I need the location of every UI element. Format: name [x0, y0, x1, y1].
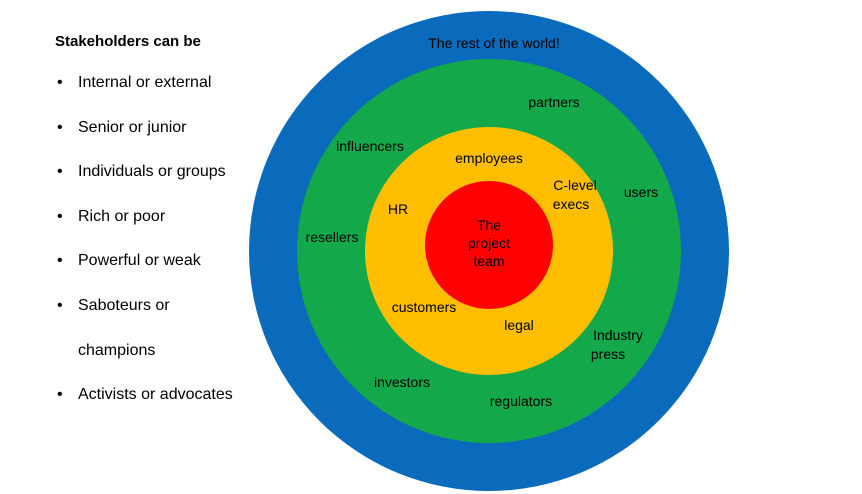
- stakeholder-onion-diagram: The rest of the world! partners influenc…: [248, 10, 730, 492]
- bullet-icon: •: [57, 118, 63, 136]
- list-item: • Senior or junior: [55, 117, 275, 139]
- label-employees: employees: [455, 150, 523, 166]
- list-item: • Saboteurs or champions: [55, 295, 275, 362]
- list-item: • Powerful or weak: [55, 250, 275, 272]
- bullet-icon: •: [57, 386, 63, 404]
- list-item: • Activists or advocates: [55, 384, 275, 406]
- bullet-icon: •: [57, 163, 63, 181]
- core-label-line1: The: [477, 217, 501, 233]
- label-legal: legal: [504, 317, 534, 333]
- list-item-text: Rich or poor: [78, 207, 166, 225]
- bullet-icon: •: [57, 252, 63, 270]
- label-resellers: resellers: [306, 229, 359, 245]
- onion-diagram-svg: The rest of the world! partners influenc…: [249, 11, 729, 491]
- list-item-text: Powerful or weak: [78, 252, 201, 270]
- label-industry-press-line2: press: [591, 346, 625, 362]
- bullet-icon: •: [57, 207, 63, 225]
- label-rest-of-world: The rest of the world!: [428, 35, 560, 51]
- list-item-text: Internal or external: [78, 74, 212, 91]
- list-item-continuation: champions: [78, 341, 156, 359]
- label-partners: partners: [528, 94, 579, 110]
- label-hr: HR: [388, 201, 408, 217]
- core-circle: [425, 181, 553, 309]
- list-item-text: Activists or advocates: [78, 386, 233, 404]
- label-influencers: influencers: [336, 138, 404, 154]
- core-label-line2: project: [468, 235, 510, 251]
- list-item-text: Senior or junior: [78, 118, 187, 136]
- list-item: • Internal or external: [55, 72, 275, 94]
- core-label-line3: team: [473, 253, 504, 269]
- label-users: users: [624, 184, 658, 200]
- label-regulators: regulators: [490, 393, 552, 409]
- label-c-level-line2: execs: [553, 196, 590, 212]
- list-item: • Individuals or groups: [55, 161, 275, 183]
- stakeholder-list-panel: Stakeholders can be • Internal or externa…: [55, 32, 275, 429]
- stakeholder-types-list: •Internal or external •Senior or junior …: [55, 72, 275, 406]
- label-c-level-line1: C-level: [553, 177, 597, 193]
- list-item: • Rich or poor: [55, 206, 275, 228]
- label-investors: investors: [374, 374, 430, 390]
- list-item-text: Individuals or groups: [78, 163, 226, 181]
- list-item-text: Saboteurs or: [78, 296, 170, 314]
- label-customers: customers: [392, 299, 457, 315]
- bullet-icon: •: [57, 74, 63, 91]
- bullet-icon: •: [57, 296, 63, 314]
- list-heading: Stakeholders can be: [55, 33, 201, 50]
- label-industry-press-line1: Industry: [593, 327, 643, 343]
